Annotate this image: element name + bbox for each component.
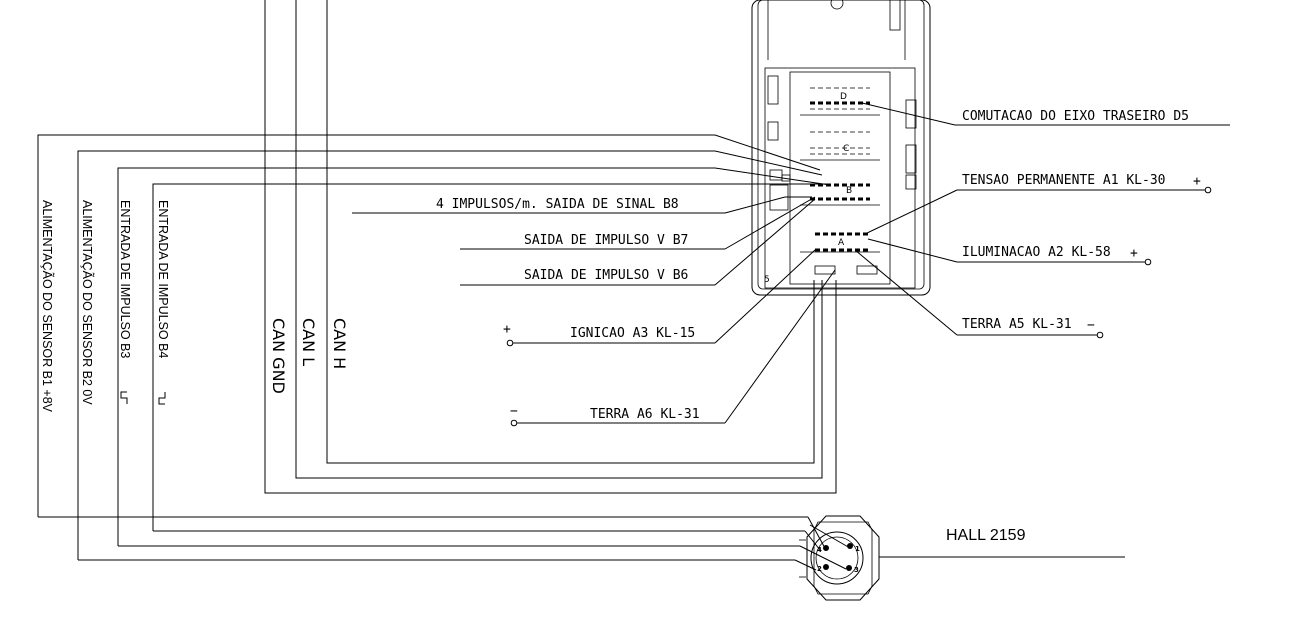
label-a2-plus: + [1130, 246, 1138, 261]
left-labels: 4 IMPULSOS/m. SAIDA DE SINAL B8 SAIDA DE… [352, 196, 836, 427]
label-a1: TENSAO PERMANENTE A1 KL-30 [962, 173, 1166, 188]
tachograph-connector: 5 D C B A [751, 0, 931, 296]
block-c: C [810, 131, 870, 155]
label-a3-plus: + [503, 322, 511, 337]
sensor-pin-3-label: 3 [854, 566, 859, 574]
label-b2: ALIMENTAÇÃO DO SENSOR B2 0V [80, 200, 94, 405]
can-wires [264, 0, 837, 494]
label-can-h: CAN H [330, 318, 349, 369]
label-b7: SAIDA DE IMPULSO V B7 [524, 233, 688, 248]
pulse-icon-b3 [120, 391, 128, 404]
sensor-pin-2-label: 2 [817, 565, 822, 573]
label-b1: ALIMENTAÇÃO DO SENSOR B1 +8V [40, 200, 54, 413]
label-a2: ILUMINACAO A2 KL-58 [962, 245, 1111, 260]
sensor-name: HALL 2159 [946, 527, 1026, 544]
block-a-label: A [838, 238, 845, 248]
block-d: D [810, 87, 870, 110]
connector-aux-label: 5 [764, 275, 770, 285]
sensor-pin-2 [823, 564, 829, 570]
label-can-l: CAN L [299, 318, 318, 366]
block-c-label: C [843, 144, 849, 154]
label-a5-minus: − [1087, 318, 1095, 333]
hall-sensor: 1 2 3 4 HALL 2159 [799, 515, 1125, 601]
right-labels: COMUTACAO DO EIXO TRASEIRO D5 TENSAO PER… [854, 102, 1230, 339]
sensor-pin-1-label: 1 [855, 545, 860, 553]
sensor-pin-1 [847, 543, 853, 549]
label-d5: COMUTACAO DO EIXO TRASEIRO D5 [962, 109, 1189, 124]
block-a: A [815, 232, 870, 252]
label-a3: IGNICAO A3 KL-15 [570, 326, 695, 341]
block-b-label: B [846, 186, 852, 196]
label-can-gnd: CAN GND [269, 318, 288, 394]
label-b8: 4 IMPULSOS/m. SAIDA DE SINAL B8 [436, 197, 679, 212]
sensor-pin-4-label: 4 [817, 546, 822, 554]
label-a6: TERRA A6 KL-31 [590, 407, 700, 422]
label-a5: TERRA A5 KL-31 [962, 317, 1072, 332]
block-b: B [810, 183, 870, 201]
block-d-label: D [840, 92, 847, 102]
sensor-wires [37, 134, 851, 571]
vertical-labels: ALIMENTAÇÃO DO SENSOR B1 +8V ALIMENTAÇÃO… [40, 200, 349, 413]
label-b3: ENTRADA DE IMPULSO B3 [118, 200, 132, 358]
sensor-pin-4 [823, 545, 829, 551]
label-b6: SAIDA DE IMPULSO V B6 [524, 268, 688, 283]
pulse-icon-b4 [158, 392, 166, 405]
sensor-pin-3 [846, 565, 852, 571]
label-a1-plus: + [1193, 174, 1201, 189]
label-a6-minus: − [510, 404, 518, 419]
label-b4: ENTRADA DE IMPULSO B4 [156, 200, 170, 358]
